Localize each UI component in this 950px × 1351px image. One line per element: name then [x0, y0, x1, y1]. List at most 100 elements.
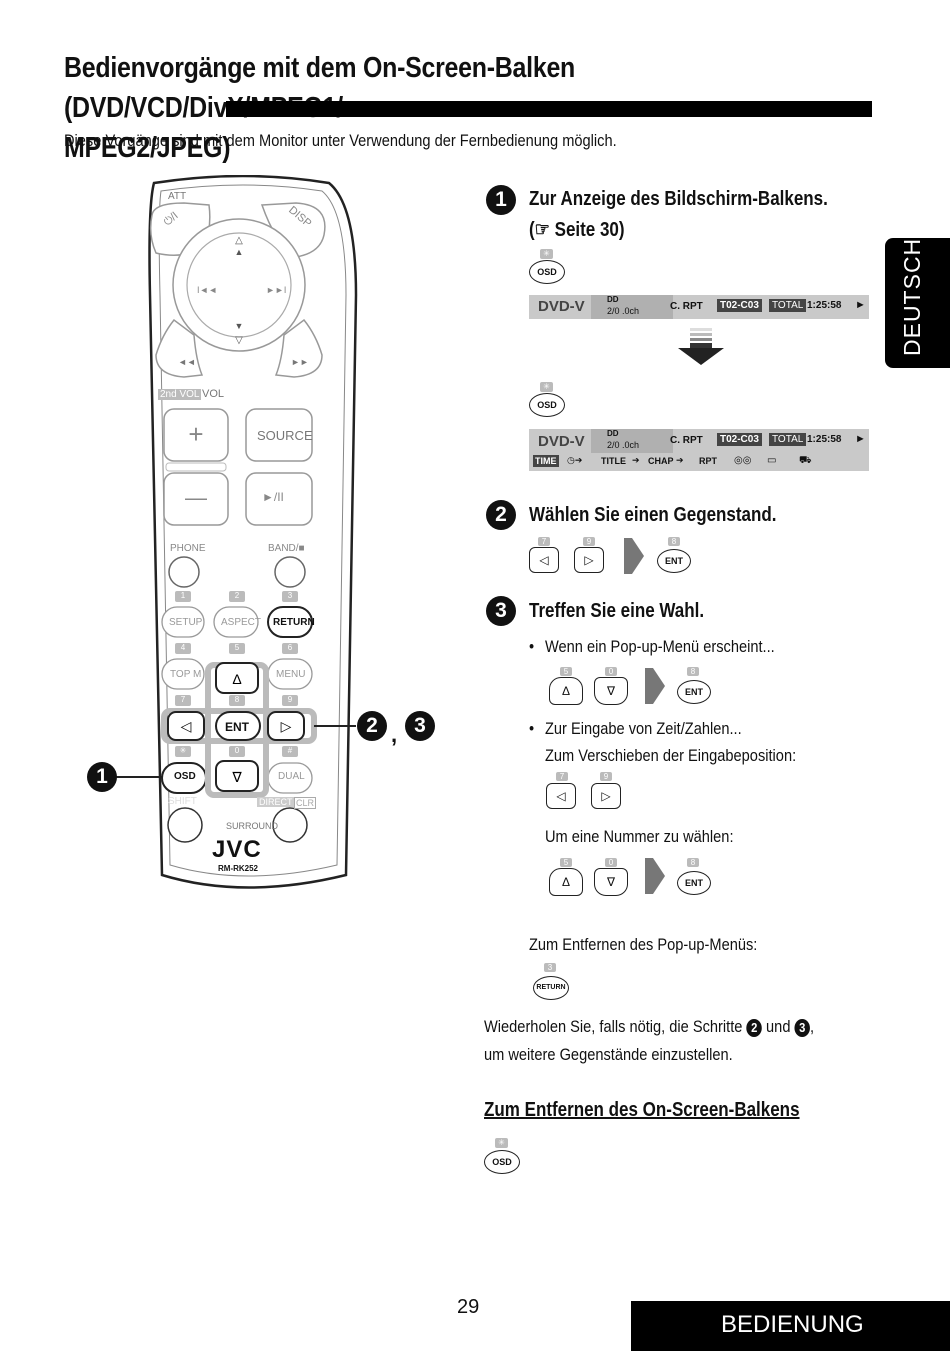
disc-type: DVD-V	[538, 298, 585, 315]
move-position-text: Zum Verschieben der Eingabeposition:	[545, 746, 797, 765]
setup-button[interactable]: SETUP	[169, 617, 203, 628]
repeat-status: C. RPT	[670, 435, 703, 446]
repeat-comma: ,	[810, 1017, 815, 1036]
audio-channels: 2/0 .0ch	[607, 440, 640, 450]
inline-step-2: 2	[746, 1019, 762, 1037]
step-3-number: 3	[486, 596, 516, 626]
bullet-dot-1: •	[529, 637, 535, 656]
return-key-icon: RETURN	[533, 976, 569, 1000]
play-icon: ►	[855, 433, 866, 445]
page-number: 29	[457, 1296, 480, 1318]
callout-step-3: 3	[405, 711, 435, 741]
step-2-number: 2	[486, 500, 516, 530]
svg-text:Δ: Δ	[232, 671, 241, 687]
num-6-tag: 6	[282, 643, 298, 654]
key-9-tag-2: 9	[600, 772, 612, 781]
aspect-button[interactable]: ASPECT	[221, 617, 262, 628]
title-line-2: MPEG2/JPEG)	[64, 132, 231, 164]
down-key-icon-2: ∇	[594, 868, 628, 896]
shift-label: SHIFT	[168, 796, 197, 807]
svg-text:◁: ◁	[181, 718, 192, 734]
right-key-icon-2: ▷	[591, 783, 621, 809]
subtitle-icon: ▭	[767, 455, 777, 466]
angle-icon: ⛟	[799, 455, 812, 466]
num-5-tag: 5	[229, 643, 245, 654]
down-arrow-icon	[678, 328, 724, 365]
return-button[interactable]: RETURN	[273, 617, 315, 628]
audio-format: DD	[607, 429, 619, 438]
key-8-tag: 8	[668, 537, 680, 546]
play-pause-button[interactable]: ►/II	[262, 490, 284, 504]
osd-button[interactable]: OSD	[174, 771, 196, 782]
key-7-tag: 7	[538, 537, 550, 546]
osd-bar-compact: DVD-V DD 2/0 .0ch C. RPT T02-C03 TOTAL 1…	[529, 295, 869, 319]
key-5-tag: 5	[560, 667, 572, 676]
clr-label: CLR	[294, 797, 317, 809]
callout-step-1: 1	[87, 762, 117, 792]
down-key-icon: ∇	[594, 677, 628, 705]
model-label: RM-RK252	[218, 864, 259, 873]
svg-text:►►I: ►►I	[266, 285, 286, 295]
repeat-text-and: und	[766, 1017, 791, 1036]
bullet-time-number: Zur Eingabe von Zeit/Zahlen...	[545, 719, 742, 738]
arrow-icon-2: ➔	[676, 455, 684, 465]
up-key-icon-2: Δ	[549, 868, 583, 896]
ent-button[interactable]: ENT	[225, 720, 249, 734]
surround-label: SURROUND	[226, 821, 279, 831]
bullet-popup-menu: Wenn ein Pop-up-Menü erscheint...	[545, 637, 775, 656]
ent-key-icon: ENT	[657, 549, 691, 573]
key-8-tag-3: 8	[687, 858, 699, 867]
source-button[interactable]: SOURCE	[257, 428, 313, 443]
key-0-tag-2: 0	[605, 858, 617, 867]
section-footer: BEDIENUNG	[631, 1301, 950, 1351]
band-label: BAND/■	[268, 543, 305, 554]
callout-step-2: 2	[357, 711, 387, 741]
title-chapter: T02-C03	[717, 299, 762, 312]
key-3-tag: 3	[544, 963, 556, 972]
disc-type: DVD-V	[538, 433, 585, 450]
next-arrow-icon-3	[645, 858, 665, 894]
menu-item-rpt: RPT	[699, 456, 717, 466]
num-7-tag: 7	[175, 695, 191, 706]
language-tab: DEUTSCH	[885, 238, 950, 368]
star-tag: ✳	[175, 746, 191, 757]
next-arrow-icon-2	[645, 668, 665, 704]
repeat-text-a: Wiederholen Sie, falls nötig, die Schrit…	[484, 1017, 814, 1037]
audio-channels: 2/0 .0ch	[607, 306, 640, 316]
total-time: 1:25:58	[807, 300, 842, 311]
hash-tag: #	[282, 746, 298, 757]
svg-text:+: +	[188, 419, 203, 449]
total-time: 1:25:58	[807, 434, 842, 445]
callout-comma: ,	[391, 722, 398, 747]
total-label: TOTAL	[769, 433, 807, 446]
svg-text:◄◄: ◄◄	[178, 357, 196, 367]
step-1-number: 1	[486, 185, 516, 215]
top-menu-button[interactable]: TOP M	[170, 669, 202, 680]
remove-bar-heading: Zum Entfernen des On-Screen-Balkens	[484, 1099, 800, 1121]
num-8-tag: 8	[229, 695, 245, 706]
key-7-tag-2: 7	[556, 772, 568, 781]
repeat-text-start: Wiederholen Sie, falls nötig, die Schrit…	[484, 1017, 743, 1036]
audio-box	[591, 429, 673, 453]
svg-text:—: —	[185, 485, 207, 510]
menu-item-time: TIME	[533, 455, 559, 467]
menu-button[interactable]: MENU	[276, 669, 306, 680]
num-9-tag: 9	[282, 695, 298, 706]
play-icon: ►	[855, 299, 866, 311]
num-0-tag: 0	[229, 746, 245, 757]
remove-popup-text: Zum Entfernen des Pop-up-Menüs:	[529, 935, 758, 954]
osd-key-icon: OSD	[529, 260, 565, 284]
dual-button[interactable]: DUAL	[278, 771, 305, 782]
att-label: ATT	[168, 191, 187, 202]
ent-key-icon-3: ENT	[677, 871, 711, 895]
step-1-ref: (☞ Seite 30)	[529, 219, 625, 241]
total-label: TOTAL	[769, 299, 807, 312]
audio-icon: ◎◎	[734, 455, 752, 466]
step-1-text: Zur Anzeige des Bildschirm-Balkens.	[529, 188, 828, 210]
left-key-icon: ◁	[529, 547, 559, 573]
num-4-tag: 4	[175, 643, 191, 654]
svg-text:∇: ∇	[231, 769, 242, 785]
osd-key-icon-3: OSD	[484, 1150, 520, 1174]
osd-key-icon-2: OSD	[529, 393, 565, 417]
language-tab-label: DEUTSCH	[899, 237, 925, 356]
